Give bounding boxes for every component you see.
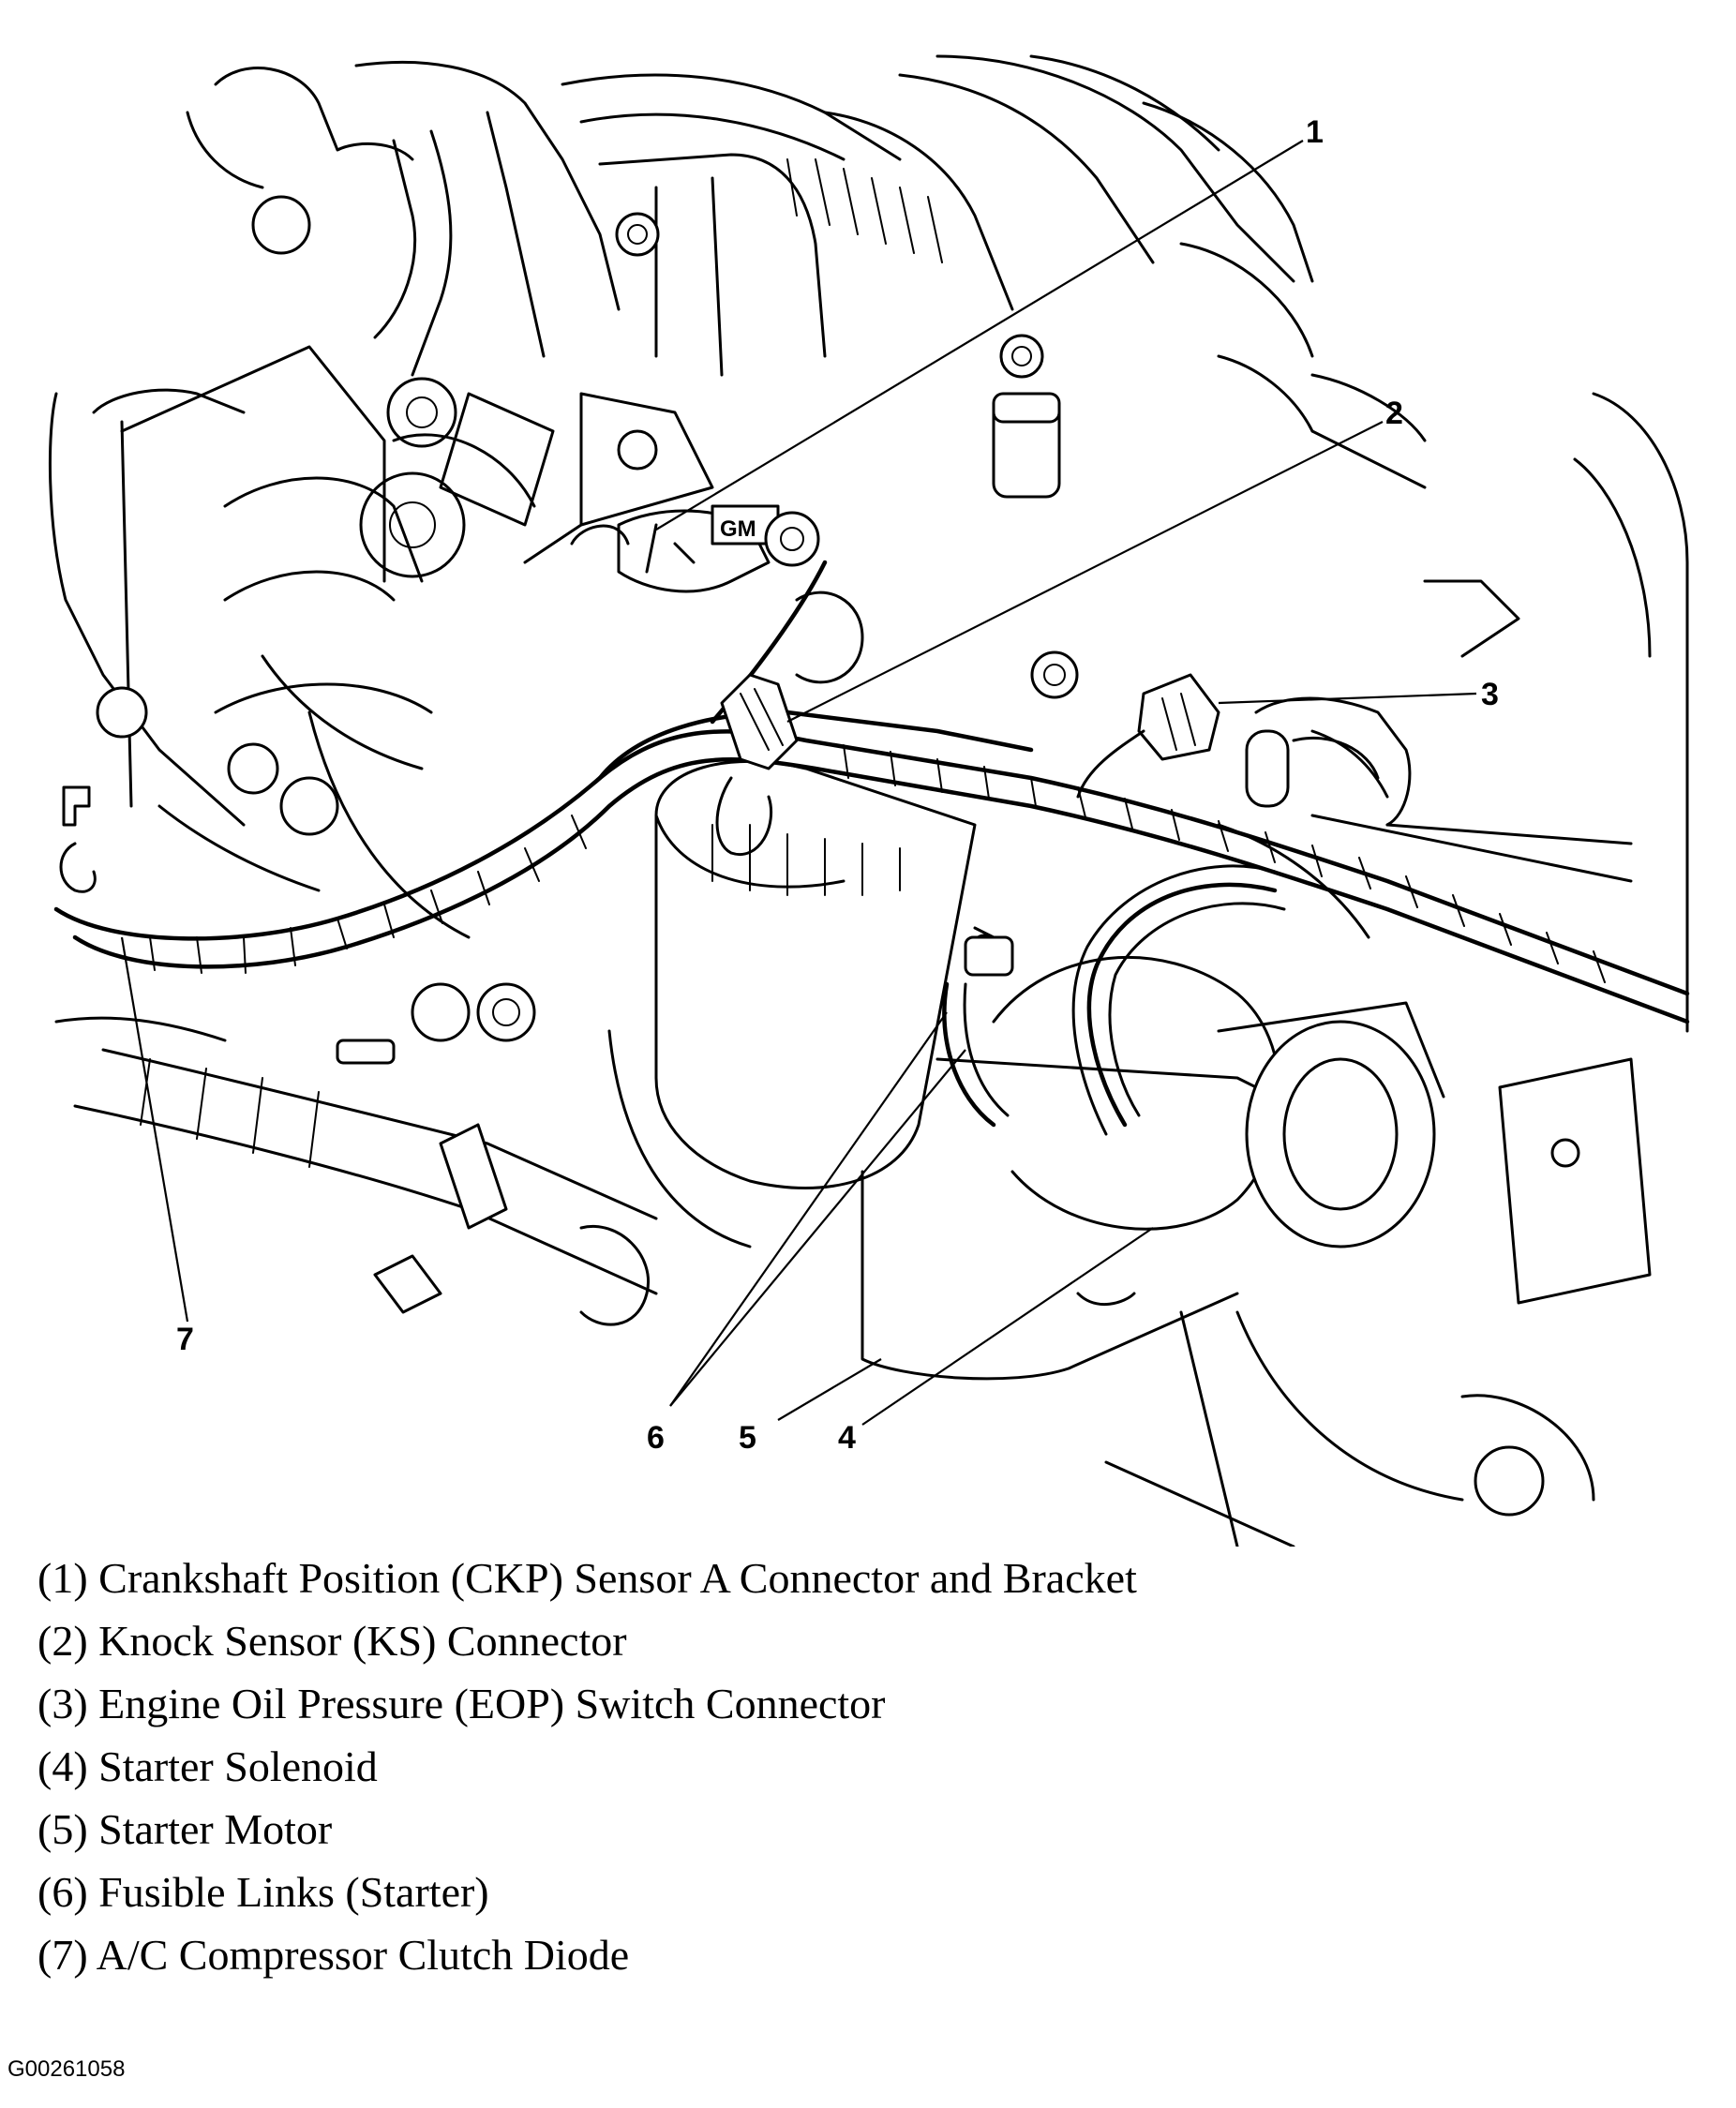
leader-line-2	[786, 421, 1384, 723]
callout-4: 4	[838, 1420, 856, 1456]
leader-line-1	[655, 140, 1304, 531]
eop-connector-illustration	[1076, 673, 1380, 808]
coolant-hose-illustration	[54, 1016, 658, 1326]
leader-line-4	[861, 1227, 1154, 1426]
engine-component-diagram: GM 1 2 3 4 5 6 7	[48, 54, 1690, 1547]
legend-item-eop-switch: (3) Engine Oil Pressure (EOP) Switch Con…	[37, 1680, 886, 1727]
leader-line-7	[120, 936, 189, 1323]
legend-item-knock-sensor: (2) Knock Sensor (KS) Connector	[37, 1617, 627, 1665]
callout-6: 6	[647, 1420, 665, 1456]
bracket-stamp: GM	[720, 516, 756, 542]
knock-sensor-connector-illustration	[715, 591, 864, 857]
eop-switch-illustration	[1217, 392, 1689, 1033]
leader-line-3	[1218, 692, 1477, 705]
callout-3: 3	[1481, 677, 1499, 712]
figure-id: G00261058	[7, 2056, 126, 2082]
legend-item-ac-diode: (7) A/C Compressor Clutch Diode	[37, 1931, 630, 1979]
callout-2: 2	[1385, 396, 1403, 431]
leader-line-5	[777, 1358, 882, 1421]
legend-item-ckp-sensor: (1) Crankshaft Position (CKP) Sensor A C…	[37, 1554, 1137, 1602]
wiring-harness-illustration	[53, 560, 1690, 1024]
ac-compressor-illustration	[48, 345, 714, 1065]
leader-line-6a	[669, 1011, 948, 1407]
legend-item-starter-solenoid: (4) Starter Solenoid	[37, 1742, 378, 1790]
fusible-links-illustration	[942, 864, 1286, 1136]
starter-assembly-illustration	[861, 926, 1652, 1547]
legend-item-fusible-links: (6) Fusible Links (Starter)	[37, 1868, 489, 1916]
leader-lines	[120, 140, 1477, 1426]
callout-7: 7	[176, 1322, 194, 1357]
legend-item-starter-motor: (5) Starter Motor	[37, 1805, 333, 1853]
callout-5: 5	[739, 1420, 756, 1456]
oil-filter-illustration	[607, 759, 977, 1248]
engine-block-illustration	[186, 54, 1427, 699]
callout-numbers: 1 2 3 4 5 6 7	[176, 114, 1499, 1456]
callout-1: 1	[1306, 114, 1324, 150]
component-legend: (1) Crankshaft Position (CKP) Sensor A C…	[37, 1547, 1631, 1986]
leader-line-6b	[669, 1049, 966, 1407]
ckp-sensor-connector-illustration: GM	[523, 504, 820, 593]
